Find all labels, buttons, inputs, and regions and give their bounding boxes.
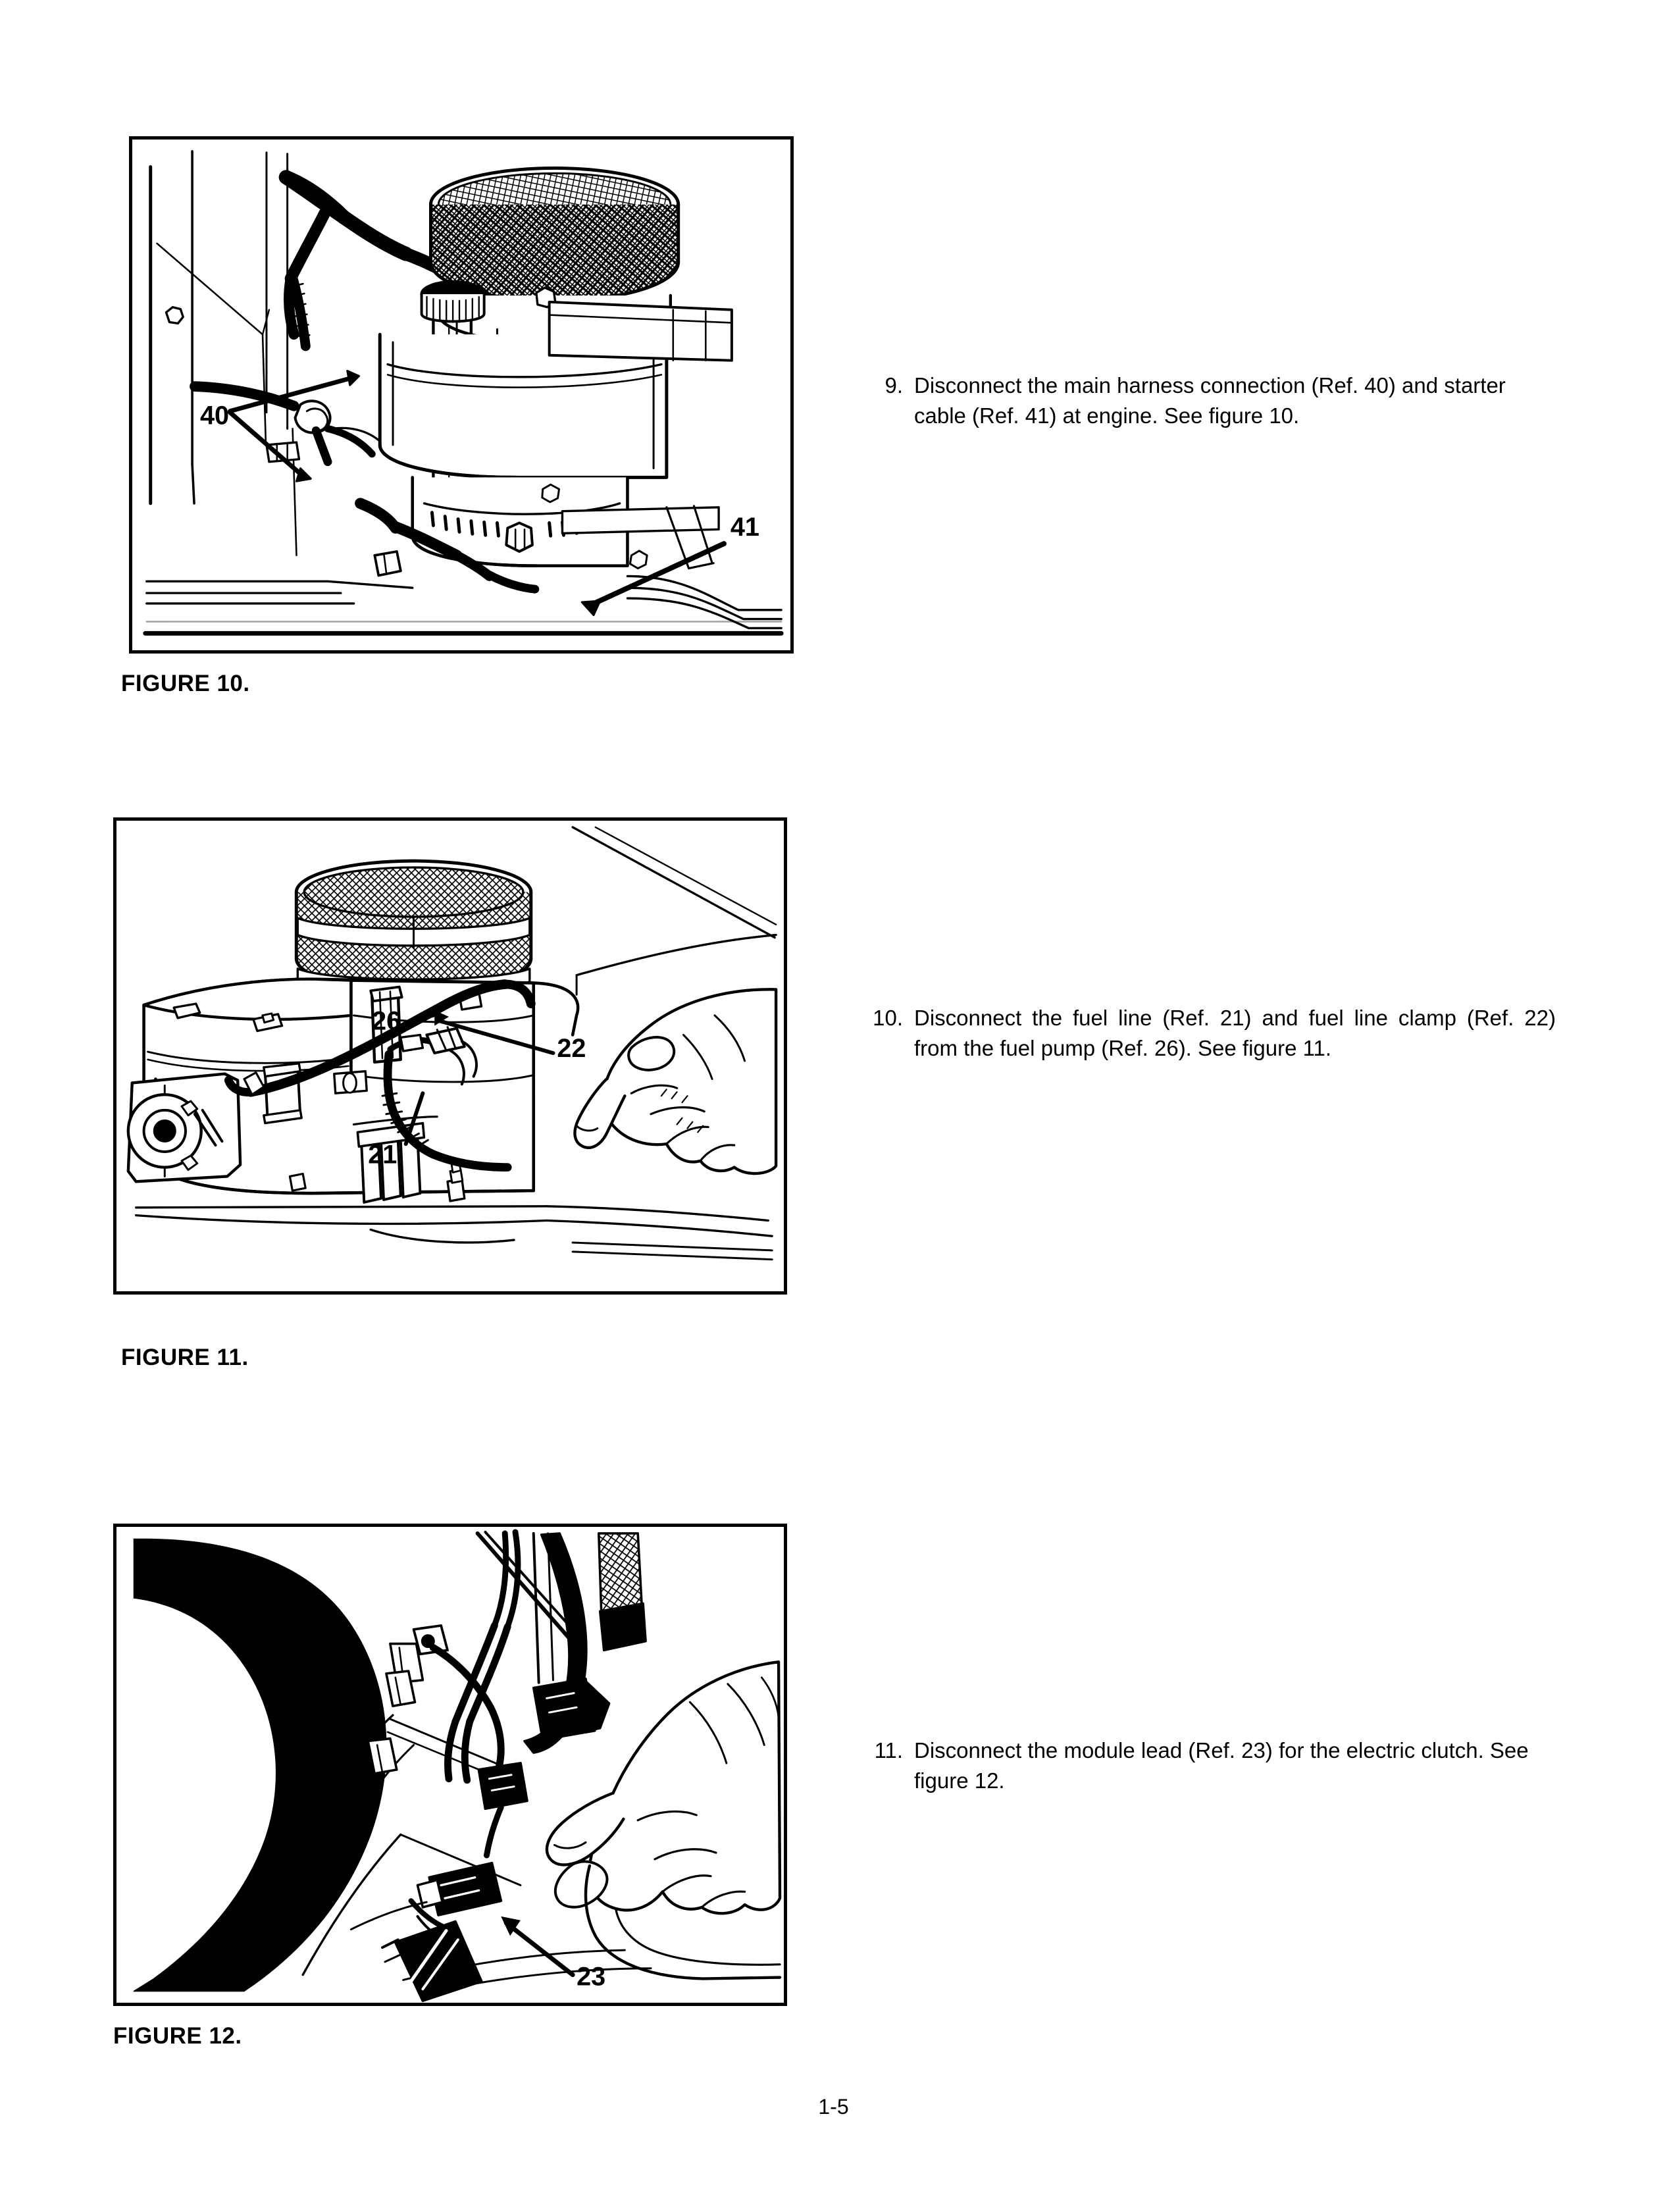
figure-12-callout-23: 23 [577, 1962, 605, 1991]
instruction-step-9: 9. Disconnect the main harness connectio… [875, 371, 1553, 431]
figure-11-callout-22: 22 [557, 1034, 586, 1063]
instruction-step-11: 11. Disconnect the module lead (Ref. 23)… [858, 1736, 1546, 1796]
figure-11-callout-26: 26 [372, 1007, 401, 1036]
figure-10-callout-40: 40 [200, 401, 229, 430]
step-number: 11. [874, 1738, 903, 1762]
figure-10-image: 40 41 [129, 136, 794, 654]
step-number: 10. [873, 1006, 903, 1030]
figure-12-caption: FIGURE 12. [113, 2023, 242, 2049]
figure-10-callout-41: 41 [731, 513, 759, 542]
figure-10-caption: FIGURE 10. [121, 671, 250, 696]
figure-11-caption: FIGURE 11. [121, 1345, 249, 1370]
step-text: Disconnect the main harness connection (… [914, 373, 1506, 428]
figure-11-image: 26 22 21 [113, 817, 787, 1295]
step-text: Disconnect the module lead (Ref. 23) for… [914, 1738, 1529, 1793]
page-number: 1-5 [818, 2095, 849, 2119]
figure-11-callout-21: 21 [368, 1141, 397, 1170]
instruction-step-10: 10. Disconnect the fuel line (Ref. 21) a… [858, 1003, 1556, 1064]
figure-12-image: 23 [113, 1524, 787, 2006]
step-text: Disconnect the fuel line (Ref. 21) and f… [914, 1006, 1556, 1061]
step-number: 9. [885, 373, 903, 398]
